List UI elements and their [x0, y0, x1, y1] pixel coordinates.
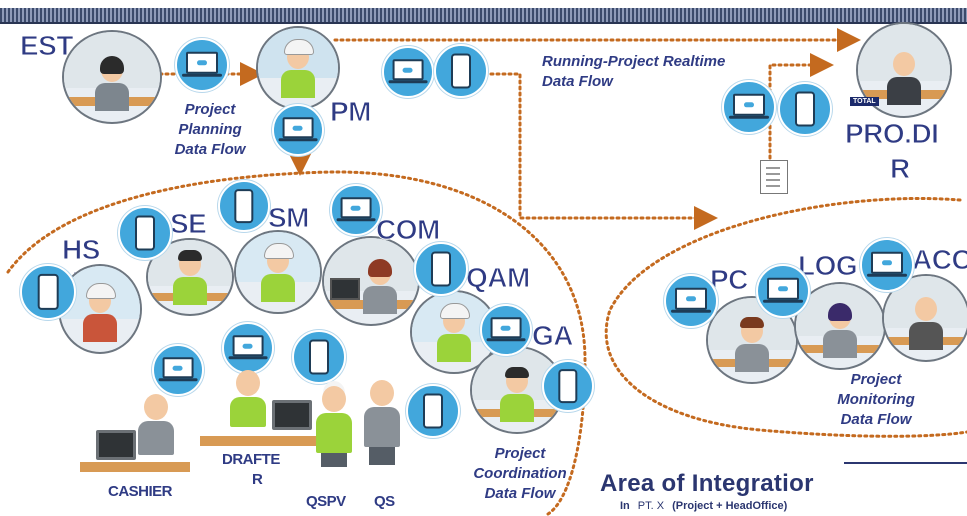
role-pc: PC [710, 264, 749, 295]
laptop-cloud-icon [382, 46, 434, 98]
qspv-figure [316, 386, 352, 467]
role-qs: QS [374, 493, 395, 510]
role-drafter-line1: DRAFTE [222, 451, 280, 468]
total-badge: TOTAL [850, 97, 879, 106]
drafter-figure [230, 370, 266, 427]
smartphone-icon [292, 330, 346, 384]
role-sm: SM [268, 202, 311, 233]
smartphone-icon [778, 82, 832, 136]
role-se: SE [169, 208, 207, 239]
role-prodir-line2: R [890, 153, 911, 184]
est-avatar [62, 30, 162, 124]
sm-avatar [234, 230, 322, 314]
se-avatar [146, 238, 234, 316]
qs-figure [364, 380, 400, 465]
cashier-monitor [96, 430, 136, 460]
ellipse-coordination [6, 170, 587, 516]
role-acc: ACC [911, 244, 967, 275]
arrow-pm-to-monitoring [483, 72, 718, 230]
com-avatar [322, 236, 420, 326]
laptop-cloud-icon [330, 184, 382, 236]
pm-avatar [256, 26, 340, 110]
laptop-cloud-icon [152, 344, 204, 396]
log-avatar [794, 282, 886, 370]
footer-rule [844, 462, 967, 464]
role-log: LOG [797, 250, 858, 281]
smartphone-icon [434, 44, 488, 98]
role-prodir-line1: PRO.DI [844, 118, 939, 149]
role-hs-line1: HS [62, 234, 101, 265]
smartphone-icon [414, 242, 468, 296]
footer-title: Area of Integratior [600, 470, 814, 497]
role-qam: QAM [466, 262, 531, 293]
role-pm: PM [330, 96, 373, 127]
cashier-figure [138, 394, 174, 455]
smartphone-icon [118, 206, 172, 260]
role-drafter-line2: R [252, 471, 263, 488]
ellipse-monitoring [604, 196, 967, 438]
laptop-cloud-icon [480, 304, 532, 356]
role-ga: GA [532, 320, 575, 351]
laptop-cloud-icon [722, 80, 776, 134]
laptop-cloud-icon [756, 264, 810, 318]
role-qspv: QSPV [306, 493, 346, 510]
smartphone-icon [406, 384, 460, 438]
laptop-cloud-icon [222, 322, 274, 374]
document-checklist-icon [760, 160, 788, 194]
laptop-cloud-icon [175, 38, 229, 92]
cashier-desk [80, 462, 190, 472]
laptop-cloud-icon [664, 274, 718, 328]
role-cashier: CASHIER [108, 483, 173, 500]
laptop-cloud-icon [272, 104, 324, 156]
header-stripe [0, 8, 967, 22]
drafter-monitor [272, 400, 312, 430]
header-rule [0, 22, 967, 24]
smartphone-icon [218, 180, 270, 232]
smartphone-icon [20, 264, 76, 320]
role-com: COM [376, 214, 441, 245]
drafter-desk [200, 436, 320, 446]
smartphone-icon [542, 360, 594, 412]
arrow-doc-to-prodir [768, 53, 834, 160]
laptop-cloud-icon [860, 238, 914, 292]
